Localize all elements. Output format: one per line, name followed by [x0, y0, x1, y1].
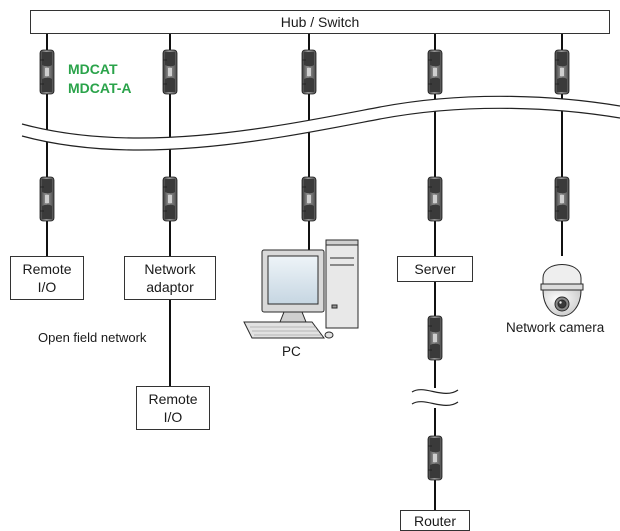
break-marks	[411, 388, 459, 408]
break-band	[21, 95, 620, 151]
surge-arrester	[39, 49, 55, 95]
router-box: Router	[400, 510, 470, 531]
surge-arrester	[554, 176, 570, 222]
router-label: Router	[413, 512, 457, 529]
remote-io-line1: Remote	[22, 261, 72, 277]
surge-arrester	[554, 49, 570, 95]
network-camera-label: Network camera	[506, 320, 605, 335]
open-field-network-label: Open field network	[38, 330, 147, 345]
remote-io-box: Remote I/O	[10, 256, 84, 300]
remote-io-bottom-box: Remote I/O	[136, 386, 210, 430]
remote-io-bottom-line1: Remote	[148, 391, 198, 407]
hub-switch-box: Hub / Switch	[30, 10, 610, 34]
surge-arrester	[301, 49, 317, 95]
pc-icon	[243, 239, 359, 339]
surge-arrester	[162, 176, 178, 222]
surge-arrester	[427, 435, 443, 481]
pc-label: PC	[282, 344, 301, 359]
surge-arrester	[427, 315, 443, 361]
remote-io-line2: I/O	[37, 279, 57, 295]
network-adaptor-line1: Network	[144, 261, 196, 277]
remote-io-bottom-line2: I/O	[163, 409, 183, 425]
server-label: Server	[414, 261, 456, 277]
surge-arrester	[427, 49, 443, 95]
surge-arrester	[301, 176, 317, 222]
hub-switch-label: Hub / Switch	[280, 14, 360, 30]
network-adaptor-line2: adaptor	[146, 279, 194, 295]
surge-arrester	[427, 176, 443, 222]
product-label: MDCAT MDCAT-A	[68, 60, 132, 98]
network-adaptor-box: Network adaptor	[124, 256, 216, 300]
surge-arrester	[162, 49, 178, 95]
product-name-2: MDCAT-A	[68, 80, 132, 96]
server-box: Server	[397, 256, 473, 282]
network-camera-icon	[540, 264, 584, 317]
product-name-1: MDCAT	[68, 61, 118, 77]
surge-arrester	[39, 176, 55, 222]
